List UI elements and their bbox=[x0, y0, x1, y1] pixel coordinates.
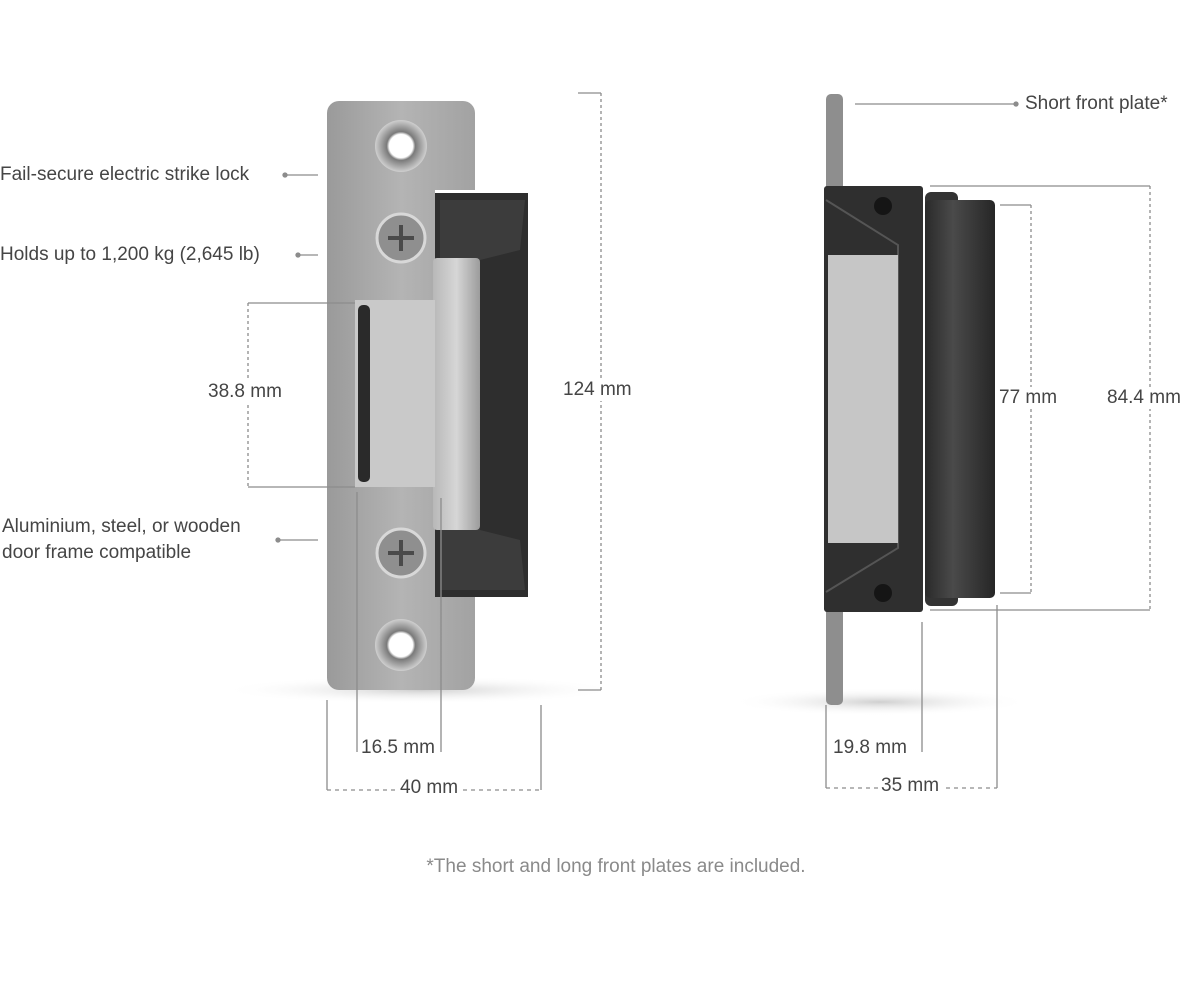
dim-total-height: 124 mm bbox=[560, 379, 635, 401]
dim-keeper-height: 38.8 mm bbox=[205, 381, 285, 403]
callout-frame-line2: door frame compatible bbox=[2, 542, 192, 563]
dim-plate-width: 40 mm bbox=[397, 777, 462, 799]
mounting-hole-icon bbox=[375, 619, 427, 671]
mounting-hole-icon bbox=[375, 120, 427, 172]
callout-fail-secure: Fail-secure electric strike lock bbox=[0, 164, 250, 185]
screw-icon bbox=[375, 212, 427, 264]
dim-plate-to-body: 19.8 mm bbox=[833, 737, 907, 758]
callout-short-plate: Short front plate* bbox=[1025, 93, 1168, 114]
screw-icon bbox=[375, 527, 427, 579]
dim-total-depth: 35 mm bbox=[878, 775, 943, 797]
dim-keeper-depth: 16.5 mm bbox=[361, 737, 435, 758]
side-keeper bbox=[828, 255, 898, 543]
keeper bbox=[433, 258, 480, 530]
dim-body-height: 77 mm bbox=[996, 387, 1061, 409]
side-view bbox=[730, 94, 1030, 716]
callout-holds: Holds up to 1,200 kg (2,645 lb) bbox=[0, 244, 260, 265]
cylinder bbox=[925, 200, 995, 598]
dim-housing-height: 84.4 mm bbox=[1104, 387, 1184, 409]
footnote: *The short and long front plates are inc… bbox=[426, 856, 806, 877]
front-view bbox=[220, 101, 620, 704]
callout-frame-line1: Aluminium, steel, or wooden bbox=[2, 516, 241, 537]
